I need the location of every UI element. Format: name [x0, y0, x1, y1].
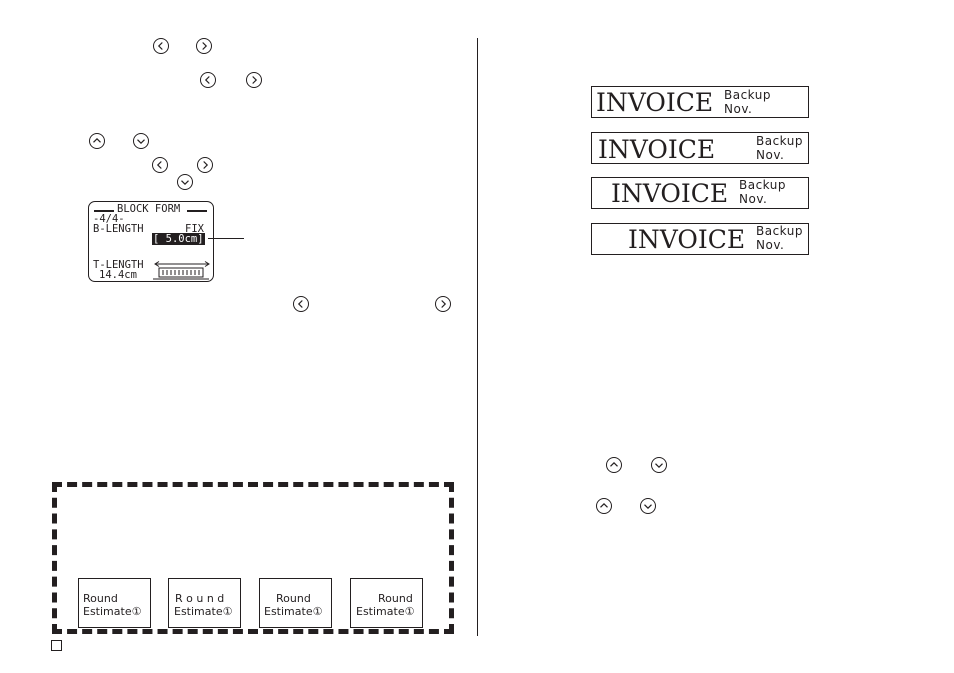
invoice-line-bottom: Nov.: [724, 102, 753, 116]
cursor-left-icon: [293, 296, 309, 312]
invoice-main-text: INVOICE: [628, 225, 746, 254]
cursor-up-icon: [89, 133, 105, 149]
invoice-line-top: Backup: [756, 224, 803, 238]
tape-length-icon: [153, 261, 210, 280]
cursor-left-icon: [153, 38, 169, 54]
invoice-line-bottom: Nov.: [756, 238, 785, 252]
round-label-line2: Estimate①: [174, 605, 233, 618]
cursor-up-icon: [596, 498, 612, 514]
cursor-right-icon: [435, 296, 451, 312]
invoice-label-example: INVOICE Backup Nov.: [591, 223, 809, 255]
cursor-left-icon: [200, 72, 216, 88]
title-rule-right: [187, 210, 207, 212]
invoice-main-text: INVOICE: [596, 88, 714, 117]
round-label-line2: Estimate①: [264, 605, 323, 618]
cursor-down-icon: [651, 457, 667, 473]
lcd-b-length-label: B-LENGTH: [93, 223, 144, 235]
cursor-down-icon: [177, 174, 193, 190]
invoice-line-top: Backup: [756, 134, 803, 148]
round-label-line1: R o u n d: [175, 592, 225, 605]
invoice-line-top: Backup: [739, 178, 786, 192]
title-rule-left: [94, 210, 114, 212]
round-label-line1: Round: [378, 592, 413, 605]
lcd-t-length-label: T-LENGTH: [93, 259, 144, 271]
lcd-page: -4/4-: [93, 213, 125, 225]
lcd-title: BLOCK FORM: [117, 203, 181, 215]
round-label-example: Round Estimate①: [259, 578, 332, 628]
round-label-line2: Estimate①: [356, 605, 415, 618]
cursor-down-icon: [133, 133, 149, 149]
lcd-selected-value: [ 5.0cm]: [152, 233, 205, 245]
round-label-line1: Round: [83, 592, 118, 605]
cursor-up-icon: [606, 457, 622, 473]
invoice-line-bottom: Nov.: [739, 192, 768, 206]
invoice-label-example: INVOICE Backup Nov.: [591, 86, 809, 118]
invoice-line-top: Backup: [724, 88, 771, 102]
round-label-line1: Round: [276, 592, 311, 605]
invoice-label-example: INVOICE Backup Nov.: [591, 132, 809, 164]
lcd-fix-label: FIX: [185, 223, 204, 235]
round-label-example: Round Estimate①: [78, 578, 151, 628]
invoice-main-text: INVOICE: [598, 135, 716, 164]
cursor-down-icon: [640, 498, 656, 514]
lcd-display: BLOCK FORM -4/4- B-LENGTH FIX [ 5.0cm] T…: [88, 201, 214, 282]
cursor-right-icon: [197, 157, 213, 173]
round-label-line2: Estimate①: [83, 605, 142, 618]
lcd-t-length-value: 14.4cm: [99, 269, 137, 281]
round-label-example: R o u n d Estimate①: [168, 578, 241, 628]
round-label-example: Round Estimate①: [350, 578, 423, 628]
cursor-left-icon: [152, 157, 168, 173]
invoice-main-text: INVOICE: [611, 179, 729, 208]
cursor-right-icon: [246, 72, 262, 88]
cursor-right-icon: [196, 38, 212, 54]
callout-line: [208, 238, 244, 239]
invoice-label-example: INVOICE Backup Nov.: [591, 177, 809, 209]
invoice-line-bottom: Nov.: [756, 148, 785, 162]
page-marker-box: [51, 640, 62, 651]
example-dashed-frame: [52, 482, 454, 634]
column-divider: [477, 38, 478, 636]
